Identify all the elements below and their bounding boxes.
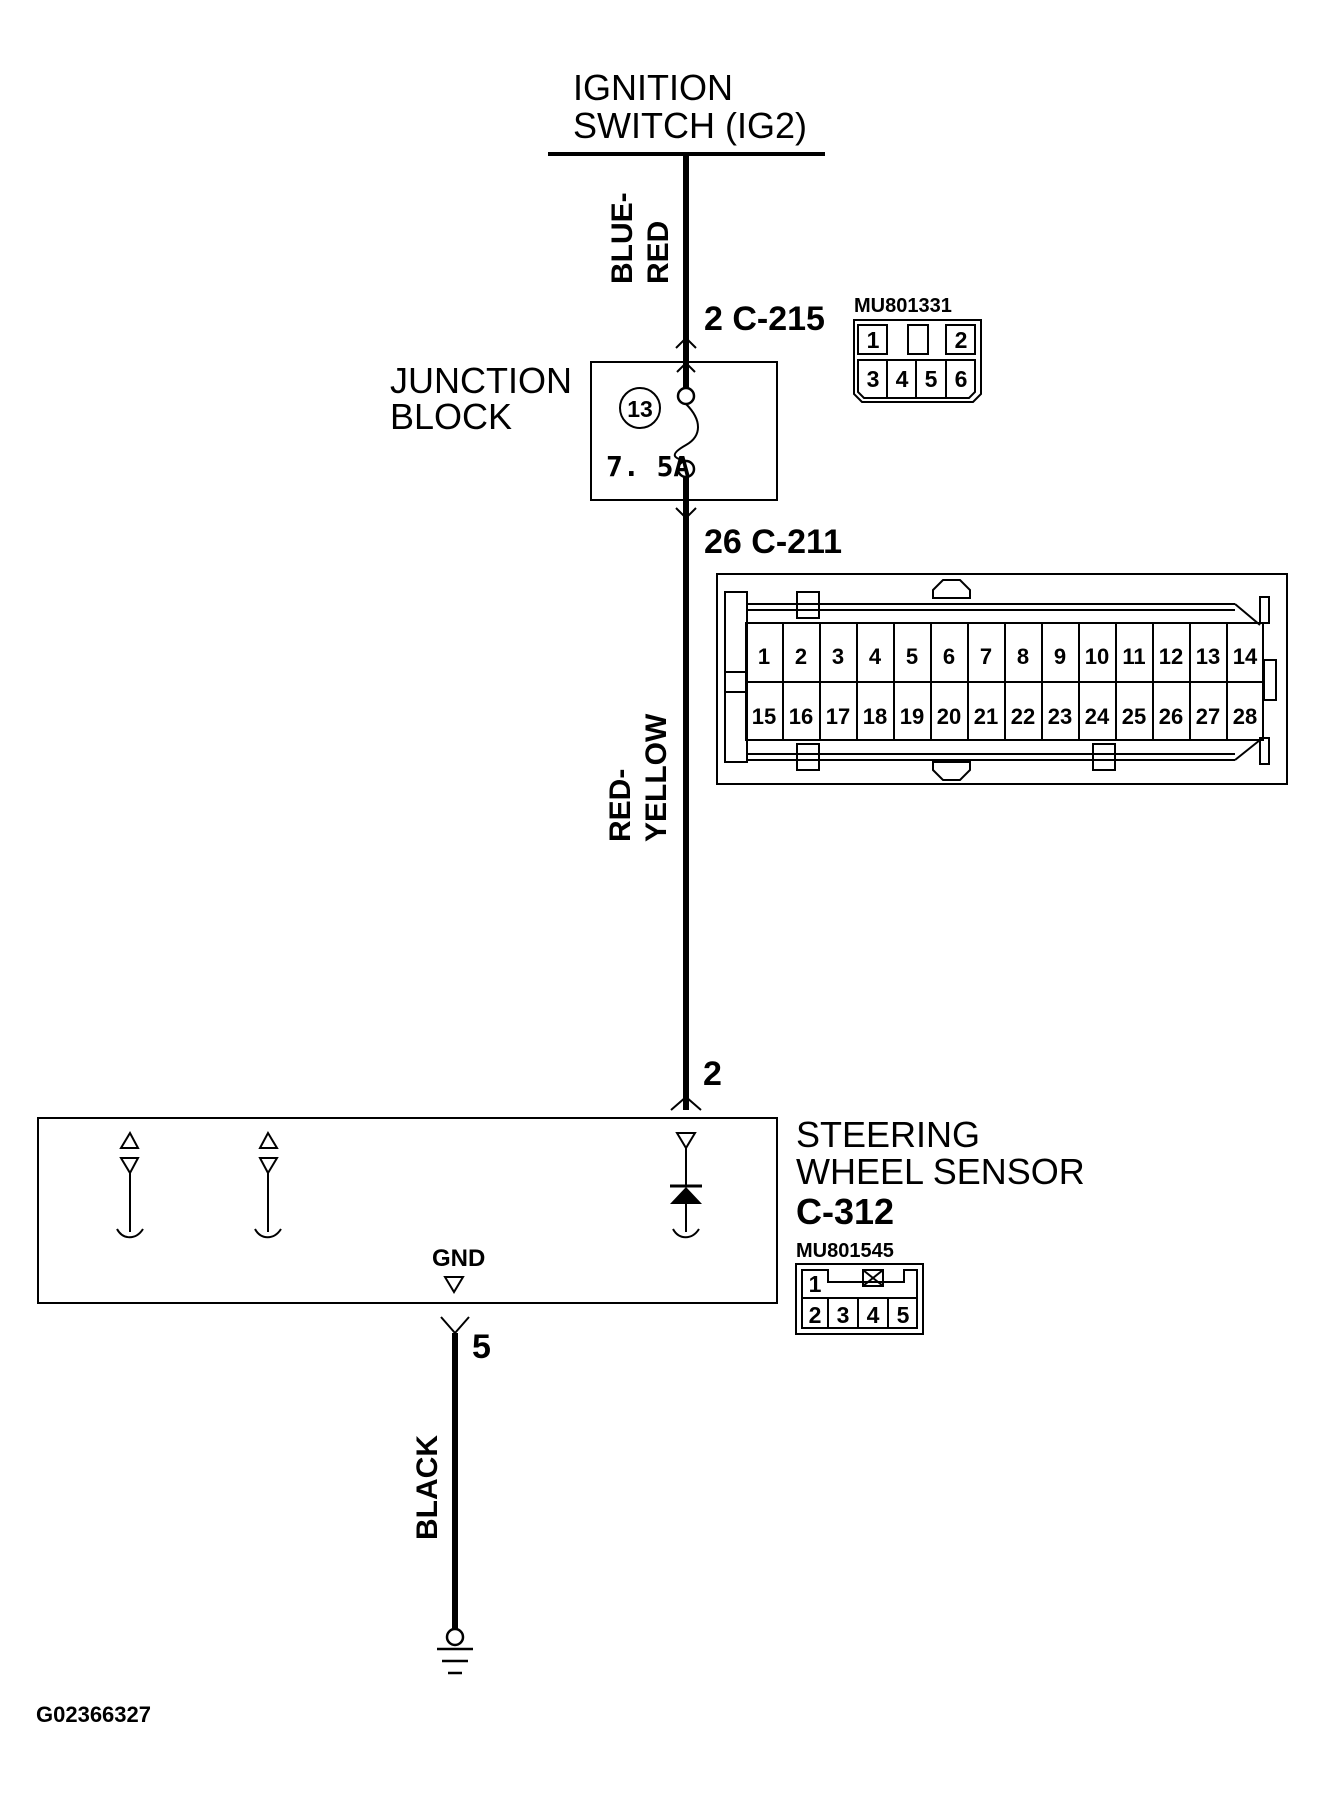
c215-pin-6: 6	[955, 366, 968, 392]
c211-pin-16: 16	[789, 704, 813, 729]
wire-label-red-yellow-1: RED-	[604, 769, 637, 842]
c312-connector-face: MU801545 1 2 3 4 5	[795, 1240, 924, 1335]
c215-pin-3: 3	[867, 366, 880, 392]
figure-id: G02366327	[36, 1702, 151, 1727]
ground-icon	[437, 1627, 473, 1675]
steering-wheel-sensor-label-1: STEERING	[796, 1114, 980, 1155]
c312-pin-5: 5	[897, 1302, 910, 1328]
fuse-terminal-top	[676, 386, 696, 406]
c211-pin-4: 4	[869, 644, 882, 669]
c215-label: 2 C-215	[704, 300, 825, 338]
c211-pin-1: 1	[758, 644, 770, 669]
gnd-label: GND	[432, 1245, 485, 1272]
wire-label-blue-red: BLUE- RED	[606, 192, 675, 284]
c211-pin-26: 26	[1159, 704, 1183, 729]
junction-entry-mark	[676, 361, 696, 373]
c211-pin-22: 22	[1011, 704, 1035, 729]
steering-wheel-sensor-label-2: WHEEL SENSOR	[796, 1151, 1085, 1192]
ignition-switch-label-1: IGNITION	[573, 67, 733, 108]
c211-pin-12: 12	[1159, 644, 1183, 669]
fuse-icon	[673, 403, 699, 462]
c211-pin-8: 8	[1017, 644, 1029, 669]
c211-pin-11: 11	[1122, 644, 1145, 669]
gnd-terminal-icon	[443, 1276, 465, 1294]
ignition-switch-label-2: SWITCH (IG2)	[573, 105, 807, 146]
c211-pin-28: 28	[1233, 704, 1257, 729]
c211-connector-mark	[675, 507, 697, 520]
c215-connector-face: MU801331 1 2 3 4 5 6	[853, 295, 982, 403]
wire-label-blue-red-1: BLUE-	[606, 192, 639, 284]
wire-label-blue-red-2: RED	[642, 221, 675, 284]
c211-pin-3: 3	[832, 644, 844, 669]
c312-pin-2: 2	[809, 1302, 822, 1328]
fuse-number-circle	[619, 387, 661, 429]
c215-part-number: MU801331	[854, 295, 952, 317]
junction-block-label-2: BLOCK	[390, 396, 512, 437]
ignition-switch: IGNITION SWITCH (IG2)	[548, 67, 825, 156]
c211-label: 26 C-211	[704, 523, 842, 561]
wire-label-black-text: BLACK	[411, 1435, 444, 1540]
c211-pin-19: 19	[900, 704, 924, 729]
steering-wheel-sensor: GND STEERING WHEEL SENSOR C-312	[37, 1114, 1085, 1304]
c215-pin-5: 5	[925, 366, 938, 392]
c211-pin-7: 7	[980, 644, 992, 669]
wire-label-red-yellow-2: YELLOW	[640, 713, 673, 842]
c215-pin-1: 1	[867, 327, 880, 353]
c215-pin-2: 2	[955, 327, 968, 353]
wire-label-red-yellow: RED- YELLOW	[604, 713, 673, 842]
c211-pin-18: 18	[863, 704, 887, 729]
c211-pin-17: 17	[826, 704, 850, 729]
ground-connector-mark	[440, 1316, 470, 1335]
c211-pin-14: 14	[1233, 644, 1258, 669]
sensor-input-connector-mark	[670, 1095, 702, 1111]
c211-pin-2: 2	[795, 644, 807, 669]
c312-pin-3: 3	[837, 1302, 850, 1328]
c211-pin-20: 20	[937, 704, 961, 729]
c312-label: C-312	[796, 1191, 894, 1232]
ground-pin: 5	[472, 1328, 491, 1366]
c211-pin-13: 13	[1196, 644, 1220, 669]
sensor-input-pin: 2	[703, 1055, 722, 1093]
c215-connector-mark	[675, 336, 697, 349]
c211-pin-23: 23	[1048, 704, 1072, 729]
wire-label-black: BLACK	[411, 1435, 444, 1540]
c211-pin-27: 27	[1196, 704, 1220, 729]
diode-icon	[670, 1187, 702, 1204]
fuse-rating: 7. 5A	[606, 450, 690, 483]
c211-connector-face: 1 2 3 4 5 6 7 8 9 10 11 12 13 14 15 16 1…	[716, 573, 1288, 785]
c312-part-number: MU801545	[796, 1240, 894, 1262]
c211-pin-24: 24	[1085, 704, 1110, 729]
c211-pin-6: 6	[943, 644, 955, 669]
junction-block: JUNCTION BLOCK 13 7. 5A	[390, 340, 778, 501]
junction-block-label-1: JUNCTION	[390, 360, 572, 401]
c211-pin-5: 5	[906, 644, 918, 669]
c211-pin-15: 15	[752, 704, 776, 729]
c211-pin-25: 25	[1122, 704, 1146, 729]
c211-pin-21: 21	[974, 704, 998, 729]
c211-pin-9: 9	[1054, 644, 1066, 669]
c312-pin-4: 4	[867, 1302, 880, 1328]
c211-pin-10: 10	[1085, 644, 1109, 669]
c215-pin-4: 4	[896, 366, 909, 392]
fuse-number: 13	[627, 396, 653, 422]
steering-wheel-sensor-box	[37, 1117, 778, 1304]
c312-pin-1: 1	[809, 1271, 822, 1297]
